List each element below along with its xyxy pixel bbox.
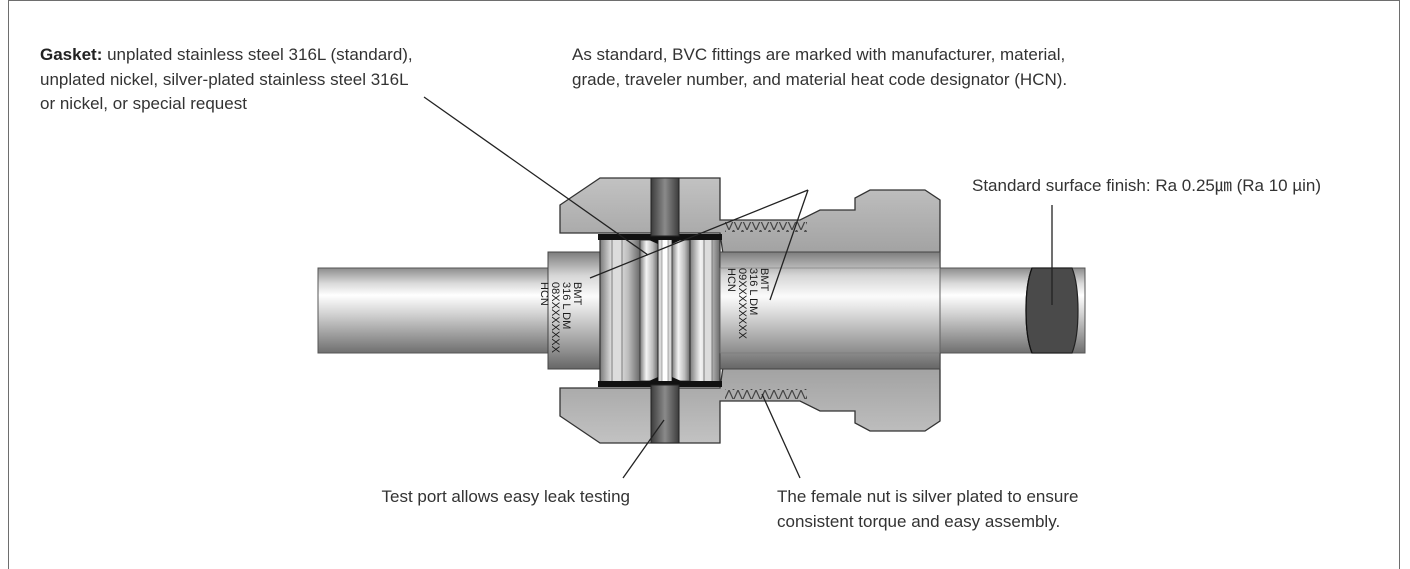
gasket-line-3: or nickel, or special request <box>40 94 247 113</box>
test-port-callout: Test port allows easy leak testing <box>381 487 630 506</box>
leader-marking-right <box>769 189 809 301</box>
left-marking: BMT 316 L DM 08XXXXXXXX HCN <box>538 282 583 354</box>
leader-lines <box>423 96 1053 479</box>
right-marking: BMT 316 L DM 09XXXXXXXX HCN <box>725 268 770 340</box>
gasket-heading: Gasket: <box>40 45 103 64</box>
gasket-line-2: unplated nickel, silver-plated stainless… <box>40 69 409 89</box>
thread-upper <box>725 222 807 232</box>
left-tube <box>317 267 559 354</box>
right-gland <box>719 251 941 370</box>
right-marking-line-2: 316 L DM <box>747 268 759 315</box>
left-marking-line-1: BMT <box>571 282 583 306</box>
surface-finish-callout: Standard surface finish: Ra 0.25㎛ (Ra 10… <box>972 176 1322 195</box>
left-gland <box>547 251 601 370</box>
thread-lower <box>725 389 807 399</box>
gasket-line-1: unplated stainless steel 316L (standard)… <box>102 45 413 64</box>
marking-line-2: grade, traveler number, and material hea… <box>572 69 1068 89</box>
right-marking-line-4: HCN <box>725 268 737 292</box>
diagram-frame <box>8 0 1400 569</box>
test-port-upper <box>650 177 680 237</box>
female-nut-callout: The female nut is silver plated to ensur… <box>777 485 1078 534</box>
female-nut-line-2: consistent torque and easy assembly. <box>777 511 1061 531</box>
marking-callout: As standard, BVC fittings are marked wit… <box>572 43 1067 92</box>
gasket-callout: Gasket: unplated stainless steel 316L (s… <box>40 43 413 117</box>
leader-female-nut <box>761 393 801 479</box>
left-marking-line-2: 316 L DM <box>560 282 572 329</box>
leader-test-port <box>622 419 665 479</box>
leader-gasket <box>423 96 649 256</box>
left-marking-line-4: HCN <box>538 282 550 306</box>
right-marking-line-3: 09XXXXXXXX <box>736 268 748 340</box>
test-port-lower <box>650 384 680 444</box>
right-marking-line-1: BMT <box>758 268 770 292</box>
seal-black-lower <box>598 381 722 387</box>
seal-black-upper <box>598 234 722 240</box>
leader-marking-left <box>589 189 809 279</box>
marking-line-1: As standard, BVC fittings are marked wit… <box>572 45 1066 64</box>
female-nut-line-1: The female nut is silver plated to ensur… <box>777 487 1079 506</box>
left-marking-line-3: 08XXXXXXXX <box>549 282 561 354</box>
